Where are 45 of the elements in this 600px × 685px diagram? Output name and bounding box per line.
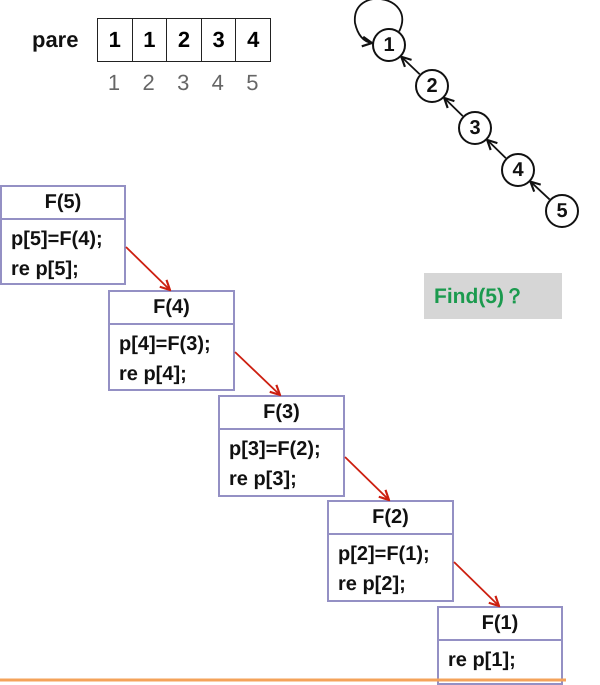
frame-title: F(3)	[263, 401, 300, 424]
code-line: re p[2];	[338, 572, 406, 597]
arrow	[443, 96, 464, 117]
tree-node-circle: 1	[372, 28, 406, 62]
arrow	[486, 138, 506, 159]
arrow	[344, 456, 390, 502]
code-line: re p[3];	[229, 467, 297, 492]
arrow	[453, 561, 500, 608]
code-line: p[5]=F(4);	[11, 227, 103, 252]
array-cell: 3	[200, 18, 236, 62]
code-line: re p[4];	[119, 362, 187, 387]
call-frame-box	[108, 290, 235, 391]
code-line: re p[5];	[11, 257, 79, 282]
tree-node-circle: 3	[458, 111, 492, 145]
code-line: p[3]=F(2);	[229, 437, 321, 462]
frame-title: F(2)	[372, 506, 409, 529]
array-cell: 4	[235, 18, 271, 62]
array-cell: 2	[166, 18, 202, 62]
code-line: p[2]=F(1);	[338, 542, 430, 567]
call-frame-box	[327, 500, 454, 602]
frame-title: F(4)	[153, 296, 190, 319]
tree-node-circle: 5	[545, 194, 579, 228]
question-box: Find(5)？	[424, 273, 562, 319]
arrow	[400, 56, 420, 75]
index-label: 1	[106, 70, 122, 96]
frame-title: F(1)	[482, 612, 518, 635]
arrow	[234, 351, 282, 396]
call-frame-box	[218, 395, 345, 497]
index-label: 3	[176, 70, 190, 96]
arrow	[125, 246, 172, 292]
array-name: pare	[32, 27, 78, 53]
array-cell: 1	[97, 18, 133, 62]
arrow	[354, 0, 403, 47]
tree-node-circle: 4	[501, 153, 535, 187]
array-cell: 1	[132, 18, 168, 62]
code-line: p[4]=F(3);	[119, 332, 211, 357]
frame-title: F(5)	[44, 191, 82, 214]
arrow	[529, 180, 550, 200]
call-frame-box	[437, 606, 563, 685]
call-frame-box	[0, 185, 126, 285]
index-label: 4	[210, 70, 225, 96]
tree-node-circle: 2	[415, 69, 449, 103]
code-line: re p[1];	[448, 648, 516, 673]
index-label: 5	[245, 70, 260, 96]
index-label: 2	[141, 70, 156, 96]
